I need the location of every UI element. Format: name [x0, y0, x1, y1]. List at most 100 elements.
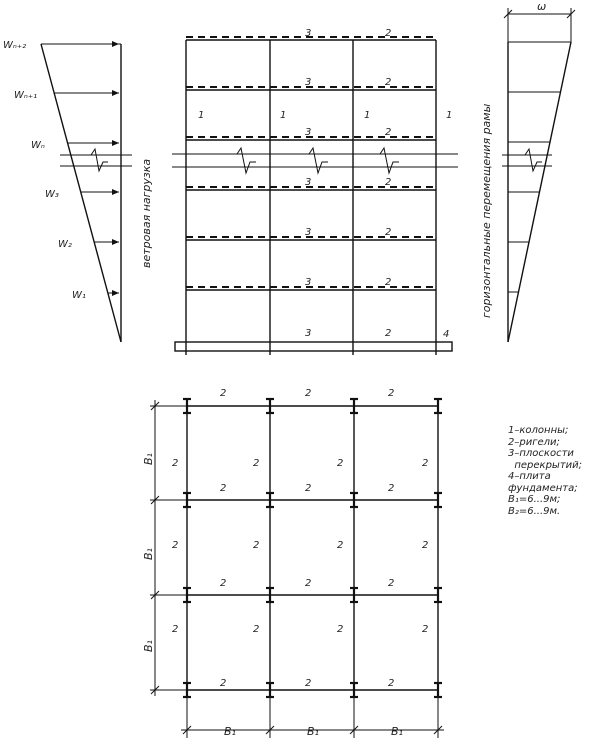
dimension-tick [150, 401, 160, 411]
dimension-tick [433, 725, 443, 735]
foundation-slab [174, 341, 453, 352]
slab-label: 3 [305, 328, 311, 339]
column-label: 1 [280, 110, 286, 121]
wind-caption: ветровая нагрузка [140, 159, 153, 268]
wind-label-w3: W₃ [45, 189, 59, 200]
legend-line: фундамента; [508, 482, 578, 494]
omega-tick [566, 9, 576, 19]
wind-label-wn2: Wₙ₊₂ [3, 40, 26, 51]
wind-break-zigzag [86, 147, 108, 173]
frame-break-zigzag [232, 146, 256, 175]
beam-label: 2 [385, 28, 391, 39]
plan-beam-label: 2 [422, 458, 428, 469]
plan-span-label-x: B₁ [307, 725, 319, 738]
plan-span-label-y: B₁ [142, 453, 155, 465]
legend-line: B₂=6...9м. [508, 505, 561, 517]
plan-column [350, 397, 358, 415]
plan-beam-label: 2 [388, 483, 394, 494]
wind-label-w2: W₂ [58, 239, 72, 250]
plan-beam-label: 2 [305, 578, 311, 589]
legend-line: B₁=6...9м; [508, 494, 561, 505]
dimension-tick [150, 495, 160, 505]
beam-label: 2 [385, 277, 391, 288]
legend-line: 1–колонны; [508, 425, 569, 436]
plan-beam-label: 2 [337, 458, 343, 469]
plan-column [350, 586, 358, 604]
plan-beam-label: 2 [220, 483, 226, 494]
column-label: 1 [198, 110, 204, 121]
wind-load-diagram: Wₙ₊₂ Wₙ₊₁ Wₙ W₃ W₂ W₁ ветровая нагрузка [3, 40, 153, 343]
plan-column [434, 586, 442, 604]
dimension-tick [349, 725, 359, 735]
beam-label: 2 [385, 227, 391, 238]
legend-line: 3–плоскости [508, 448, 574, 459]
plan-column [266, 397, 274, 415]
slab-label: 3 [305, 177, 311, 188]
plan-beam-label: 2 [388, 678, 394, 689]
beam-label: 2 [385, 77, 391, 88]
beam-label: 2 [385, 328, 391, 339]
plan-span-label-x: B₁ [224, 725, 236, 738]
plan-column [266, 586, 274, 604]
beam-label: 2 [385, 127, 391, 138]
legend: 1–колонны; 2–ригели; 3–плоскости перекры… [508, 425, 598, 517]
omega-tick [503, 9, 513, 19]
plan-beam-label: 2 [305, 678, 311, 689]
plan-beam-label: 2 [253, 540, 259, 551]
plan-column [434, 397, 442, 415]
displacement-lines [508, 41, 571, 293]
legend-line: 2–ригели; [508, 436, 560, 448]
plan-beam-label: 2 [220, 388, 226, 399]
plan-beam-label: 2 [422, 540, 428, 551]
plan-beam-label: 2 [172, 458, 178, 469]
plan-beam-label: 2 [220, 678, 226, 689]
plan-beam-label: 2 [422, 624, 428, 635]
plan-beam-label: 2 [337, 624, 343, 635]
frame-break-zigzag [375, 146, 399, 175]
plan-span-label-x: B₁ [391, 725, 403, 738]
plan-beam-label: 2 [253, 458, 259, 469]
displacement-break-zigzag [520, 147, 542, 173]
plan-span-label-y: B₁ [142, 548, 155, 560]
dimension-tick [182, 725, 192, 735]
wind-label-w1: W₁ [72, 290, 86, 301]
slab-label: 3 [305, 277, 311, 288]
plan-beam-label: 2 [337, 540, 343, 551]
dimension-tick [150, 685, 160, 695]
plan-beam-label: 2 [388, 388, 394, 399]
slab-label: 3 [305, 77, 311, 88]
dimension-tick [265, 725, 275, 735]
frame-break-zigzag [304, 146, 328, 175]
slab-label: 3 [305, 28, 311, 39]
slab-label: 3 [305, 127, 311, 138]
frame-beams [186, 36, 436, 291]
omega-label: ω [537, 0, 546, 13]
plan-beam-label: 2 [253, 624, 259, 635]
plan-grid [183, 397, 442, 699]
plan-beam-label: 2 [220, 578, 226, 589]
legend-line: перекрытий; [508, 459, 583, 471]
foundation-label: 4 [443, 329, 449, 340]
plan-column [266, 491, 274, 509]
wind-envelope [40, 43, 122, 343]
wind-arrows [41, 41, 119, 296]
plan-dimensions: B₁ B₁ B₁ B₁ B₁ B₁ [142, 400, 444, 738]
plan-span-label-y: B₁ [142, 640, 155, 652]
plan-beam-label: 2 [388, 578, 394, 589]
wind-label-wn: Wₙ [31, 140, 45, 151]
legend-line: 4–плита [508, 471, 551, 482]
plan-beam-label: 2 [305, 388, 311, 399]
displacement-diagram: ω горизонтальные перемещения рамы [480, 0, 576, 343]
dimension-tick [150, 590, 160, 600]
wind-label-wn1: Wₙ₊₁ [14, 90, 37, 101]
plan-beam-label: 2 [172, 540, 178, 551]
column-label: 1 [446, 110, 452, 121]
displacement-caption: горизонтальные перемещения рамы [480, 103, 493, 318]
slab-label: 3 [305, 227, 311, 238]
column-label: 1 [364, 110, 370, 121]
plan-column [350, 491, 358, 509]
